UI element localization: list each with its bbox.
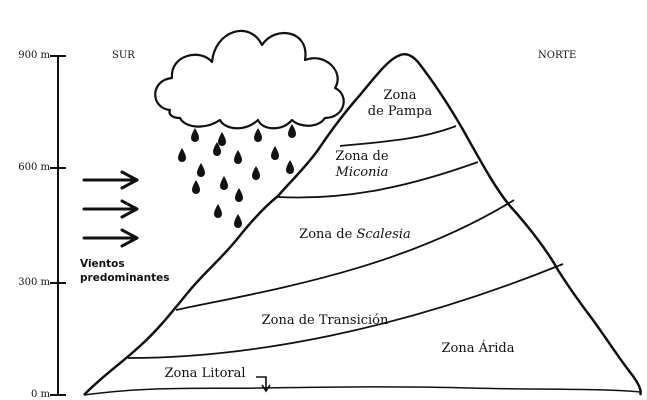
zone-pampa-line1: Zona bbox=[383, 88, 417, 103]
raindrops bbox=[178, 124, 296, 228]
zone-miconia-line2: Miconia bbox=[335, 165, 389, 180]
direction-south: SUR bbox=[112, 50, 135, 61]
direction-north: NORTE bbox=[538, 50, 577, 61]
altitude-axis bbox=[50, 55, 66, 396]
boundary-pampa-miconia bbox=[339, 125, 457, 147]
wind-label-line1: Vientos bbox=[80, 258, 125, 270]
zone-transicion-label: Zona de Transición bbox=[261, 313, 389, 328]
zone-miconia-line1: Zona de bbox=[335, 149, 389, 164]
base-line bbox=[83, 386, 641, 396]
mountain-outline bbox=[83, 53, 642, 396]
zone-scalesia-prefix: Zona de bbox=[299, 227, 357, 242]
zone-pampa-line2: de Pampa bbox=[367, 104, 433, 119]
altitude-tick-0: 0 m bbox=[30, 389, 50, 400]
wind-label-line2: predominantes bbox=[80, 272, 170, 285]
zone-scalesia-label: Zona de Scalesia bbox=[285, 228, 425, 241]
boundary-transicion-arida bbox=[127, 263, 564, 359]
wind-label: Vientos predominantes bbox=[80, 257, 170, 285]
wind-arrows-icon bbox=[82, 170, 139, 248]
altitude-tick-900: 900 m bbox=[18, 50, 50, 61]
zone-pampa-label: Zona de Pampa bbox=[360, 89, 440, 118]
zone-scalesia-name: Scalesia bbox=[356, 227, 411, 242]
zone-boundaries bbox=[127, 125, 564, 359]
zone-arida-label: Zona Árida bbox=[441, 341, 515, 356]
down-arrow-icon bbox=[256, 376, 271, 393]
rain-cloud-icon bbox=[154, 29, 345, 130]
zone-litoral-label: Zona Litoral bbox=[164, 366, 246, 381]
zone-miconia-label: Zona de Miconia bbox=[320, 150, 404, 179]
altitude-tick-600: 600 m bbox=[18, 162, 50, 173]
boundary-miconia-scalesia bbox=[277, 161, 479, 199]
boundary-scalesia-transicion bbox=[175, 199, 515, 311]
altitude-tick-300: 300 m bbox=[18, 277, 50, 288]
